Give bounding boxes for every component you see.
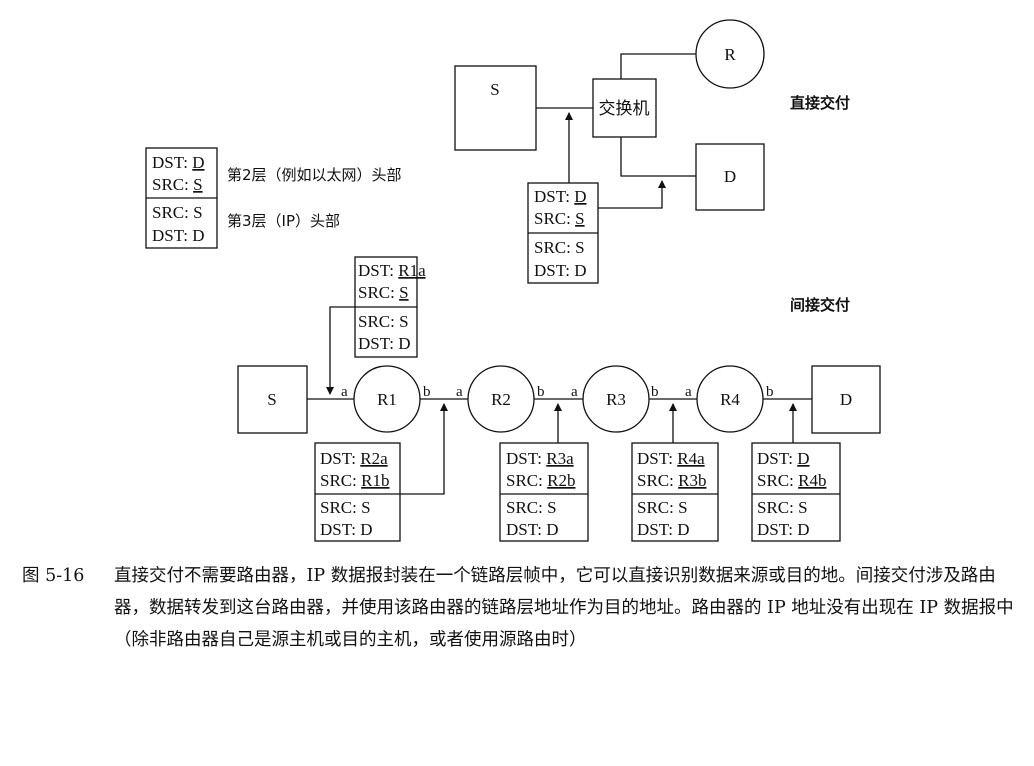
- r2-r3-l2-src: SRC: R2b: [506, 471, 575, 490]
- r1-r2-l3-dst: DST: D: [320, 520, 373, 539]
- s-r1-l2-src: SRC: S: [358, 283, 409, 302]
- figure-caption-text: 直接交付不需要路由器，IP 数据报封装在一个链路层帧中，它可以直接识别数据来源或…: [114, 566, 1014, 650]
- direct-l2-dst: DST: D: [534, 187, 587, 206]
- direct-l3-dst: DST: D: [534, 261, 587, 280]
- r4-d-l3-dst: DST: D: [757, 520, 810, 539]
- router-r3: R3: [582, 365, 650, 433]
- header-box-s-r1: DST: R1a SRC: S SRC: S DST: D: [354, 256, 426, 358]
- r4-d-l2-src: SRC: R4b: [757, 471, 826, 490]
- link-switch-r: [620, 53, 696, 79]
- router-r2-label: R2: [491, 390, 511, 409]
- iface-r4-b: b: [766, 384, 774, 400]
- r3-r4-l2-dst: DST: R4a: [637, 449, 705, 468]
- legend-l2-dst: DST: D: [152, 153, 205, 172]
- node-r-direct-label: R: [724, 45, 736, 64]
- legend-l3-src: SRC: S: [152, 203, 203, 222]
- legend-header-box: DST: D SRC: S SRC: S DST: D: [145, 147, 218, 249]
- header-box-r3-r4: DST: R4a SRC: R3b SRC: S DST: D: [631, 442, 719, 542]
- indirect-delivery-label: 间接交付: [790, 296, 850, 314]
- header-box-r4-d: DST: D SRC: R4b SRC: S DST: D: [751, 442, 841, 542]
- node-d-direct: D: [695, 143, 765, 211]
- iface-r1-b: b: [423, 384, 431, 400]
- r1-r2-l2-dst: DST: R2a: [320, 449, 388, 468]
- node-s-direct-label: S: [490, 80, 499, 99]
- node-s-indirect-label: S: [267, 390, 276, 409]
- router-r4: R4: [696, 365, 764, 433]
- direct-l3-src: SRC: S: [534, 238, 585, 257]
- s-r1-l3-src: SRC: S: [358, 312, 409, 331]
- node-s-indirect: S: [237, 365, 308, 434]
- figure-caption: 图 5-16 直接交付不需要路由器，IP 数据报封装在一个链路层帧中，它可以直接…: [22, 560, 1017, 656]
- r4-d-l3-src: SRC: S: [757, 498, 808, 517]
- legend-l3-label: 第3层（IP）头部: [227, 212, 340, 230]
- r2-r3-l3-dst: DST: D: [506, 520, 559, 539]
- node-s-direct: S: [454, 65, 537, 151]
- legend-l3-dst: DST: D: [152, 226, 205, 245]
- link-switch-d: [620, 137, 696, 177]
- header-box-r2-r3: DST: R3a SRC: R2b SRC: S DST: D: [499, 442, 589, 542]
- router-r1: R1: [353, 365, 421, 433]
- arrow-r1-r2-header: [400, 403, 448, 495]
- r4-d-l2-dst: DST: D: [757, 449, 810, 468]
- r2-r3-l2-dst: DST: R3a: [506, 449, 574, 468]
- s-r1-l2-dst: DST: R1a: [358, 261, 426, 280]
- direct-header-box: DST: D SRC: S SRC: S DST: D: [527, 182, 599, 284]
- arrow-s-r1-header: [326, 306, 355, 395]
- legend-l2-label: 第2层（例如以太网）头部: [227, 166, 402, 184]
- r1-r2-l3-src: SRC: S: [320, 498, 371, 517]
- iface-r3-a: a: [571, 384, 578, 400]
- iface-r2-b: b: [537, 384, 545, 400]
- header-box-r1-r2: DST: R2a SRC: R1b SRC: S DST: D: [314, 442, 401, 542]
- switch-label: 交换机: [599, 99, 650, 119]
- direct-delivery-label: 直接交付: [790, 94, 850, 112]
- node-d-indirect-label: D: [840, 390, 852, 409]
- iface-r4-a: a: [685, 384, 692, 400]
- r3-r4-l3-dst: DST: D: [637, 520, 690, 539]
- router-r4-label: R4: [720, 390, 740, 409]
- legend-l2-src: SRC: S: [152, 175, 203, 194]
- r2-r3-l3-src: SRC: S: [506, 498, 557, 517]
- figure-number: 图 5-16: [22, 566, 85, 586]
- arrow-direct-to-d: [598, 180, 666, 209]
- router-r3-label: R3: [606, 390, 626, 409]
- switch-node: 交换机: [592, 78, 657, 138]
- router-r1-label: R1: [377, 390, 397, 409]
- iface-r3-b: b: [651, 384, 659, 400]
- node-d-indirect: D: [811, 365, 881, 434]
- r3-r4-l2-src: SRC: R3b: [637, 471, 706, 490]
- r1-r2-l2-src: SRC: R1b: [320, 471, 389, 490]
- router-r2: R2: [467, 365, 535, 433]
- r3-r4-l3-src: SRC: S: [637, 498, 688, 517]
- iface-r2-a: a: [456, 384, 463, 400]
- s-r1-l3-dst: DST: D: [358, 334, 411, 353]
- node-d-direct-label: D: [724, 167, 736, 186]
- iface-r1-a: a: [341, 384, 348, 400]
- direct-l2-src: SRC: S: [534, 209, 585, 228]
- node-r-direct: R: [695, 19, 765, 89]
